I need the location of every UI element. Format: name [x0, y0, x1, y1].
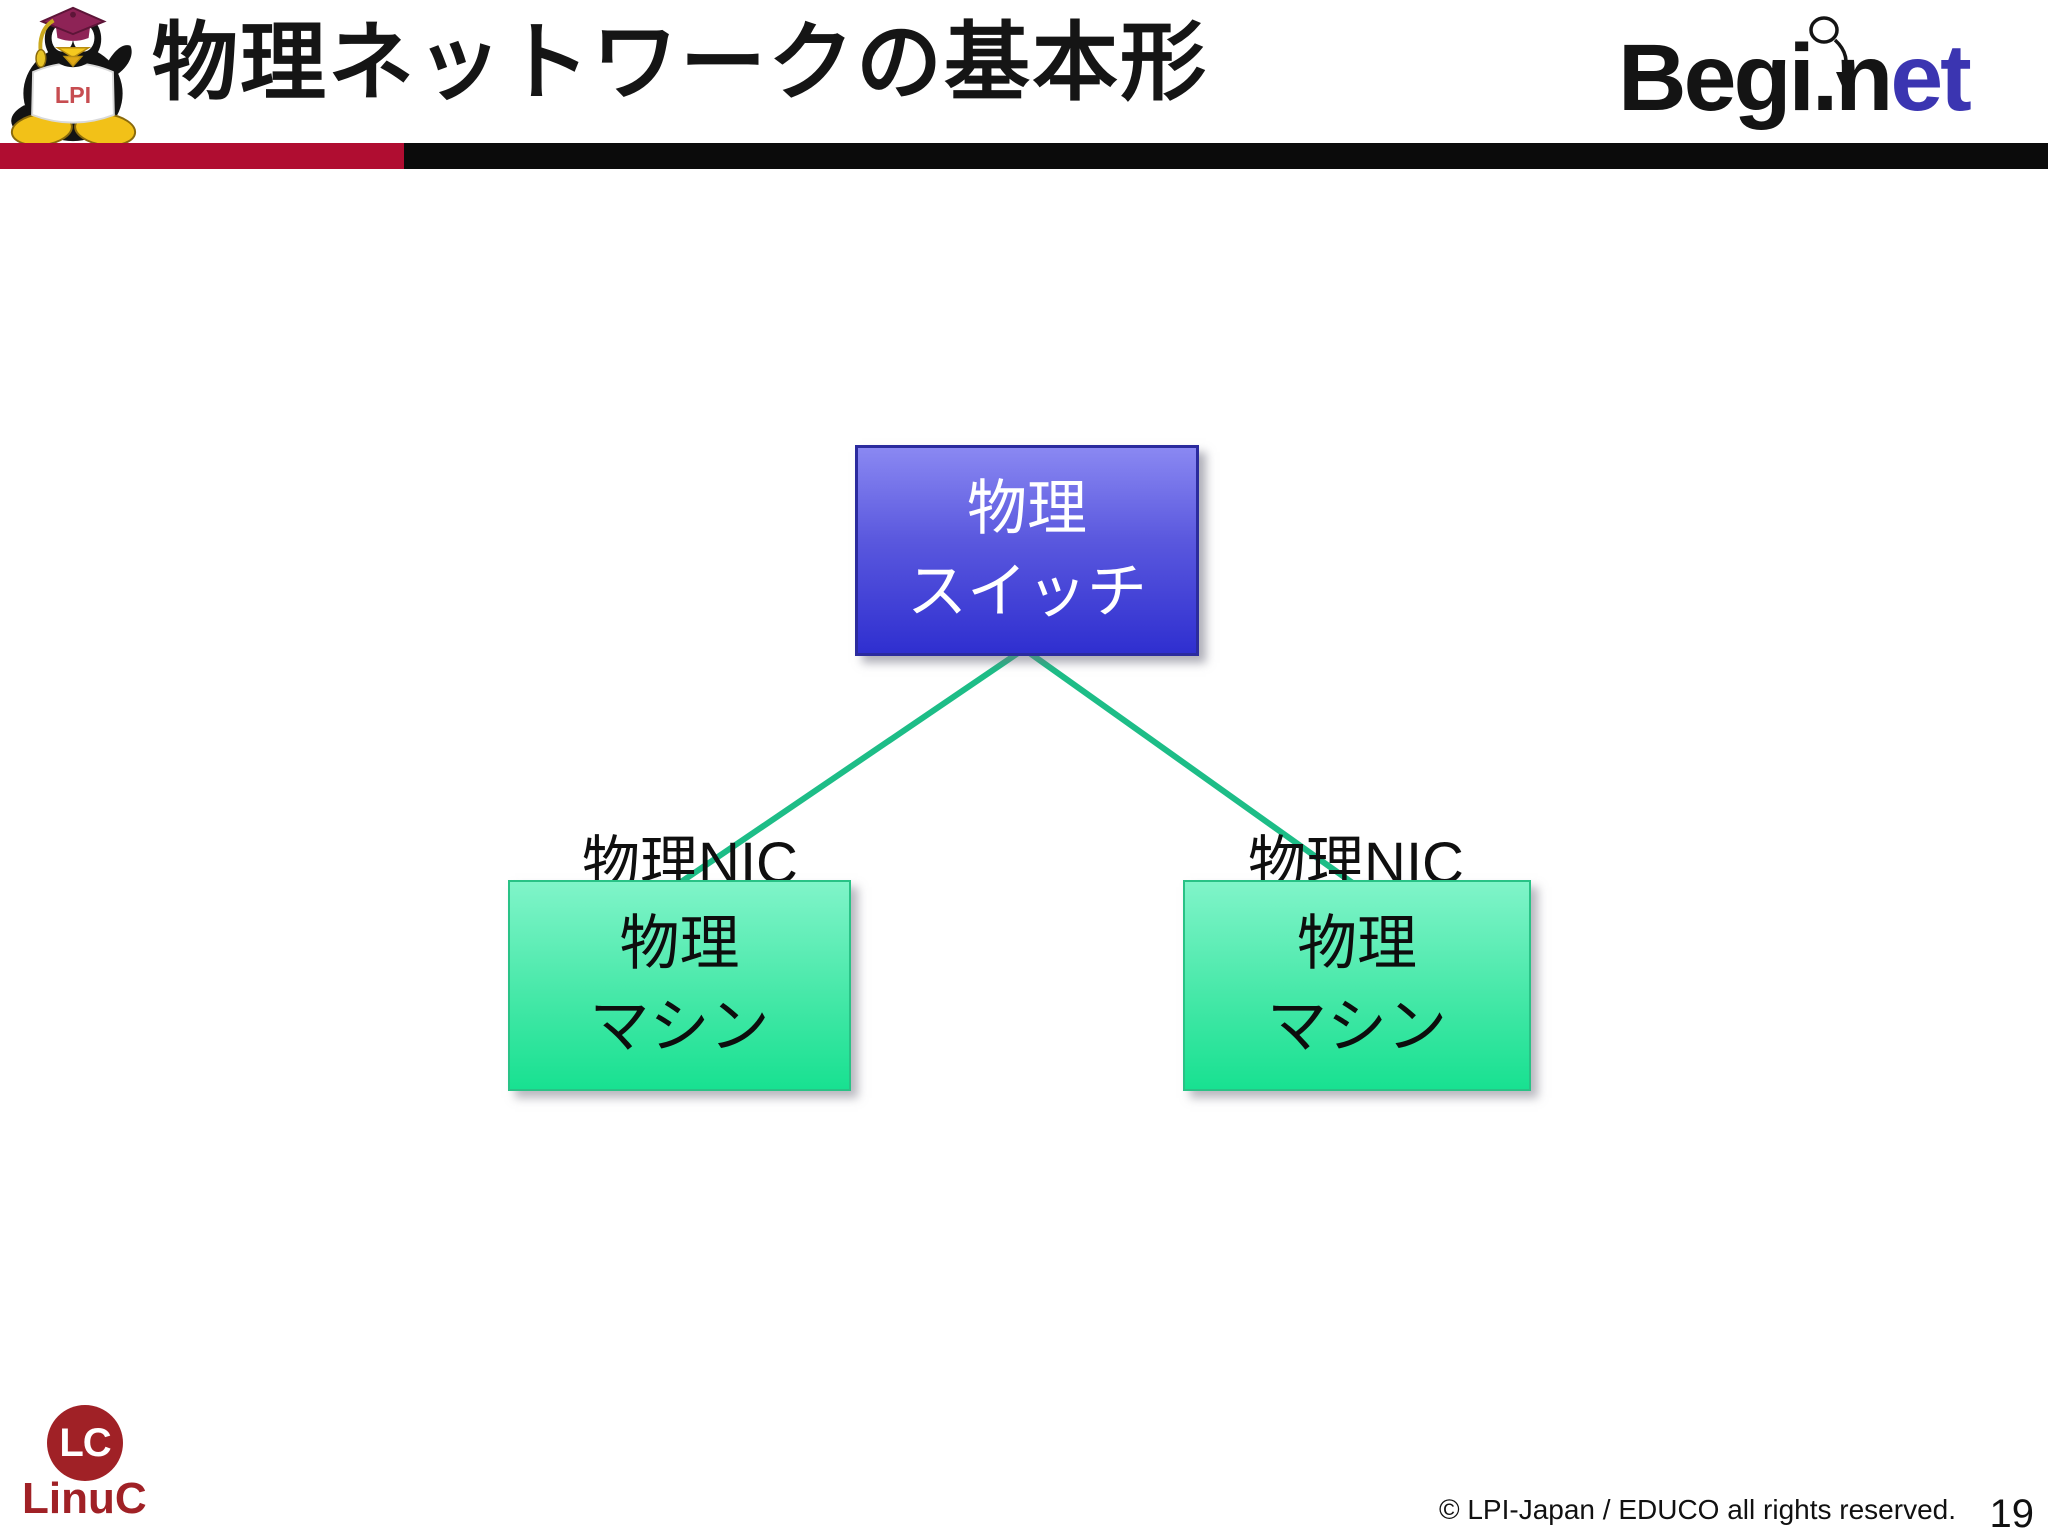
physical-machine-right-label-line2: マシン [1267, 992, 1447, 1060]
beginet-logo-text-black: Begi [1618, 25, 1815, 131]
page-title: 物理ネットワークの基本形 [152, 15, 1208, 111]
accent-bar-black [404, 143, 2048, 169]
linuc-badge-text: LC [59, 1420, 111, 1465]
physical-machine-left-label-line2: マシン [589, 992, 770, 1060]
page-number: 19 [1989, 1492, 2035, 1536]
copyright-text: © LPI-Japan / EDUCO all rights reserved. [1438, 1494, 1956, 1525]
linuc-wordmark: LinuC [22, 1474, 147, 1523]
graduate-penguin-mascot-icon: LPI [10, 6, 137, 146]
svg-text:LPI: LPI [55, 82, 91, 108]
linuc-badge: LC [47, 1405, 123, 1481]
loop-arrow-icon [1809, 16, 1850, 88]
physical-machine-right-label-line1: 物理 [1297, 909, 1417, 977]
physical-machine-left-label-line1: 物理 [619, 909, 740, 977]
physical-switch-label-line1: 物理 [967, 474, 1087, 542]
physical-switch-label-line2: スイッチ [907, 557, 1147, 625]
accent-bar-red [0, 143, 404, 169]
physical-machine-node-right: 物理 マシン [1183, 880, 1531, 1091]
beginet-logo: Begi.net [1618, 16, 1972, 146]
physical-machine-node-left: 物理 マシン [508, 880, 851, 1091]
beginet-logo-text-blue: et [1890, 25, 1972, 131]
physical-switch-node: 物理 スイッチ [855, 445, 1199, 656]
